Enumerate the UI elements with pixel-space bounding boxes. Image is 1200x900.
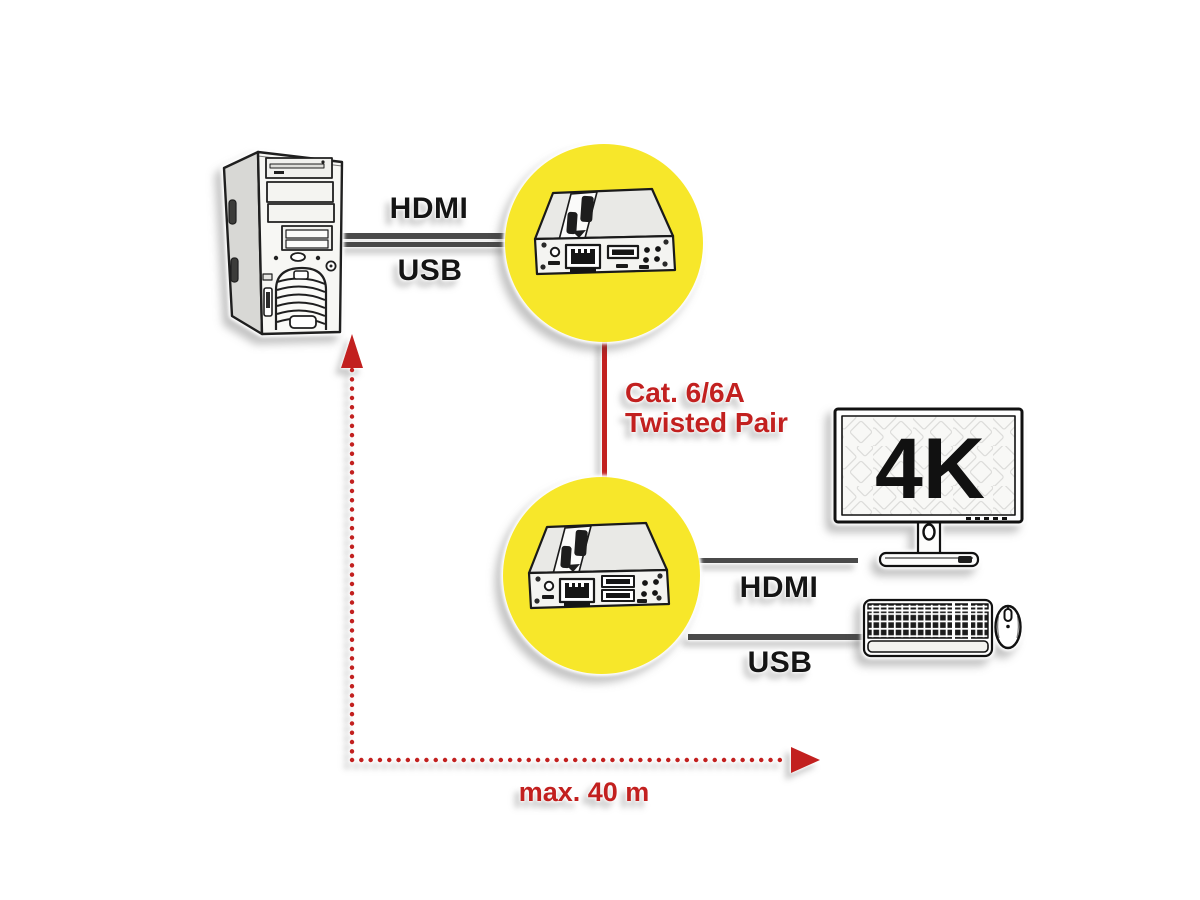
receiver-highlight-circle (503, 477, 700, 674)
usb-cable-right-line (688, 634, 868, 640)
kvm-extender-receiver-illustration (527, 521, 671, 610)
hdmi-cable-right-line (694, 557, 858, 563)
mouse-illustration (994, 604, 1022, 650)
cable-type-line1: Cat. 6/6A (625, 377, 745, 408)
distance-label: max. 40 m (518, 777, 650, 807)
usb-label-right: USB (747, 646, 813, 679)
keyboard-mouse-illustration (862, 598, 1022, 658)
usb-label-left: USB (397, 254, 463, 287)
transmitter-highlight-circle (505, 144, 703, 342)
monitor-stand-base (878, 551, 980, 568)
monitor-4k-label: 4K (875, 421, 985, 517)
keyboard-illustration (862, 598, 994, 658)
cable-type-label: Cat. 6/6A Twisted Pair (625, 378, 845, 438)
usb-cable-left-line (342, 241, 514, 247)
pc-tower-illustration (222, 150, 344, 336)
arrow-up-icon (341, 334, 363, 368)
scroll-wheel-icon (1003, 608, 1013, 622)
arrow-right-icon (791, 747, 820, 773)
4k-monitor-illustration: 4K (833, 407, 1024, 568)
cable-type-line2: Twisted Pair (625, 407, 788, 438)
max-distance-arrows (341, 334, 820, 773)
monitor-screen (841, 415, 1016, 516)
hdmi-cable-left-line (342, 233, 514, 239)
hdmi-label-right: HDMI (739, 571, 819, 604)
twisted-pair-link-line (602, 339, 607, 481)
monitor-buttons (966, 517, 1007, 520)
kvm-extender-transmitter-illustration (533, 187, 677, 276)
hdmi-label-left: HDMI (389, 192, 469, 225)
